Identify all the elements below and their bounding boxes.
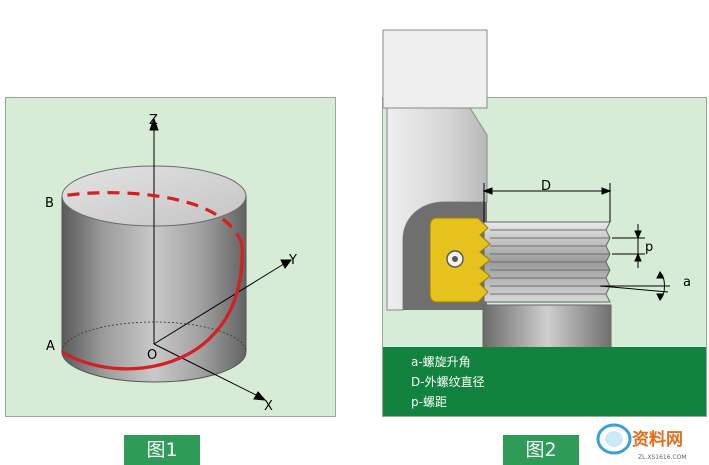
figure-2-legend: a-螺旋升角 D-外螺纹直径 p-螺距 (383, 347, 706, 416)
dimension-d (482, 183, 612, 222)
point-label-a: A (46, 339, 55, 354)
helix-hidden-segment (61, 191, 244, 245)
dimension-label-p: p (645, 240, 653, 255)
angle-label-a: a (683, 275, 691, 290)
watermark-emblem-icon (596, 423, 632, 455)
dimension-p (612, 224, 645, 268)
point-label-b: B (45, 196, 54, 211)
watermark-logo: 资料网 ZL.XS1616.COM (596, 423, 687, 461)
axis-label-x: X (264, 399, 273, 414)
threaded-rod (482, 221, 612, 349)
legend-item: p-螺距 (411, 395, 447, 409)
legend-item: a-螺旋升角 (411, 355, 471, 369)
helix-curve (61, 191, 244, 371)
helix-angle-marker (599, 270, 670, 302)
legend-item: D-外螺纹直径 (411, 375, 485, 389)
axis-label-z: Z (149, 113, 158, 128)
figure-1-caption: 图1 (124, 435, 200, 465)
threading-insert (429, 217, 491, 303)
coordinate-axes (149, 117, 292, 401)
figure-2-caption: 图2 (503, 435, 579, 465)
dimension-label-d: D (541, 179, 551, 194)
axis-label-y: Y (288, 253, 297, 268)
watermark-brand: 资料网 (632, 429, 683, 450)
watermark-url: ZL.XS1616.COM (638, 454, 687, 461)
origin-label: O (147, 348, 157, 363)
